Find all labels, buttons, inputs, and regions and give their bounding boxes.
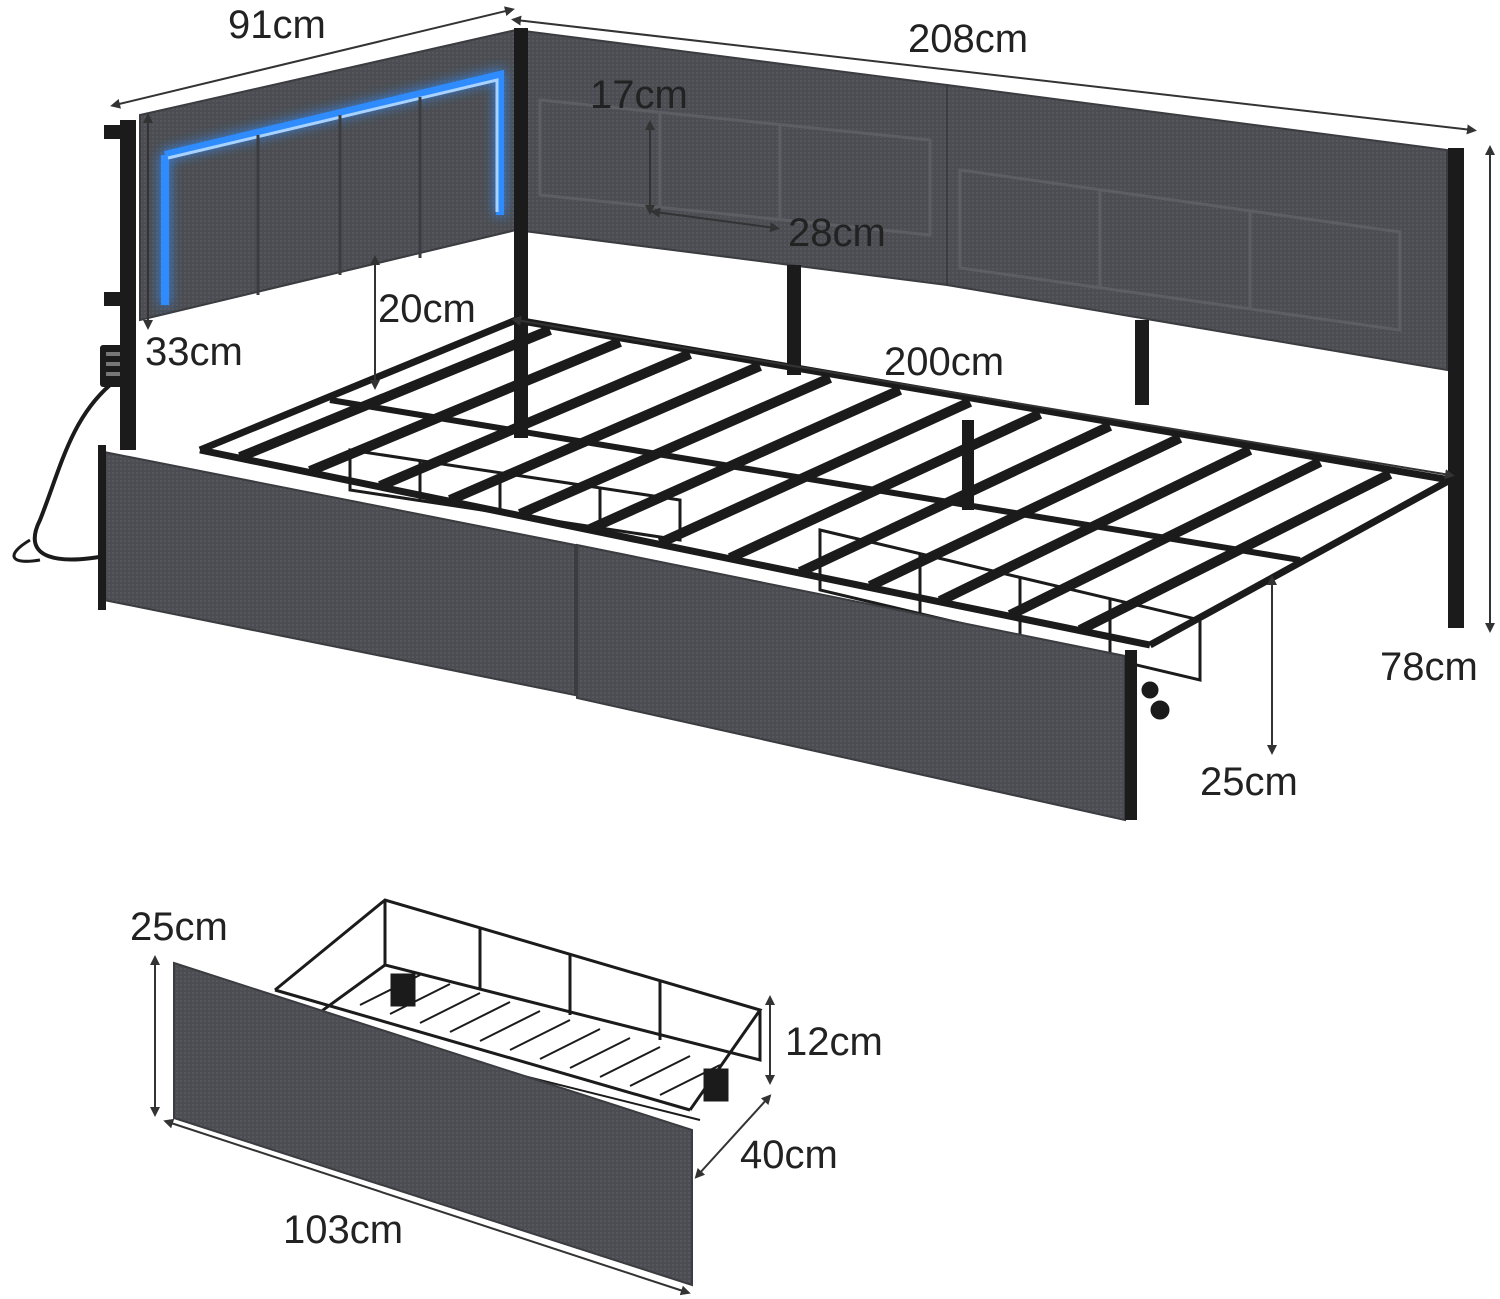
drawer-dimension-labels: 25cm 12cm 40cm 103cm [130,905,883,1252]
label-drawer-length: 103cm [283,1208,403,1252]
side-panel [139,28,517,322]
label-total-height: 78cm [1380,645,1478,689]
side-bracket [104,125,120,139]
label-total-length: 208cm [908,17,1028,61]
front-leg [1125,650,1137,820]
label-drawer-front-height: 25cm [130,905,228,949]
label-side-depth: 91cm [228,3,326,47]
dim-line-slat-length [511,315,1455,480]
label-slat-length: 200cm [884,340,1004,384]
drawer-basket [274,898,763,1121]
center-leg [962,420,974,510]
under-drawer-baskets [348,448,1202,720]
front-drawer-panels [98,445,1137,822]
label-pocket-height: 17cm [590,73,688,117]
bed-dimension-labels: 91cm 208cm 17cm 28cm 33cm 20cm 200cm 78c… [145,3,1478,804]
label-pocket-width: 28cm [788,211,886,255]
corner-post-right [1448,148,1464,628]
back-headboard [515,28,1464,628]
dim-line-drawer-depth [694,1094,772,1179]
power-cable-icon [12,538,41,563]
label-drawer-basket-height: 12cm [785,1020,883,1064]
dim-line-pocket-width [650,207,780,233]
corner-post-left [120,120,136,450]
front-drawer-left [103,450,576,697]
daybed [12,28,1464,822]
drawer-dimension-lines [150,955,775,1296]
usb-port-icon [100,345,128,387]
caster-wheel-icon [390,973,729,1102]
drawer-front-panel [173,961,693,1287]
side-bracket [104,292,120,306]
bed-dimension-lines [110,6,1495,755]
label-side-height: 33cm [145,330,243,374]
front-corner-leg [98,445,106,610]
label-back-gap: 20cm [378,287,476,331]
label-clearance: 25cm [1200,760,1298,804]
center-support [329,397,1301,563]
back-leg [787,265,801,375]
label-drawer-depth: 40cm [740,1133,838,1177]
frame-rail-right [1148,476,1452,649]
power-cable-icon [32,383,112,562]
dim-line-drawer-length [163,1118,691,1296]
frame-rail-front [199,446,1151,649]
dim-line-total-length [511,15,1477,135]
back-leg [1135,320,1149,405]
drawer [173,898,763,1287]
caster-wheel-icon [1141,681,1170,720]
frame-rail-left [198,316,518,454]
dim-line-side-depth [110,6,515,109]
